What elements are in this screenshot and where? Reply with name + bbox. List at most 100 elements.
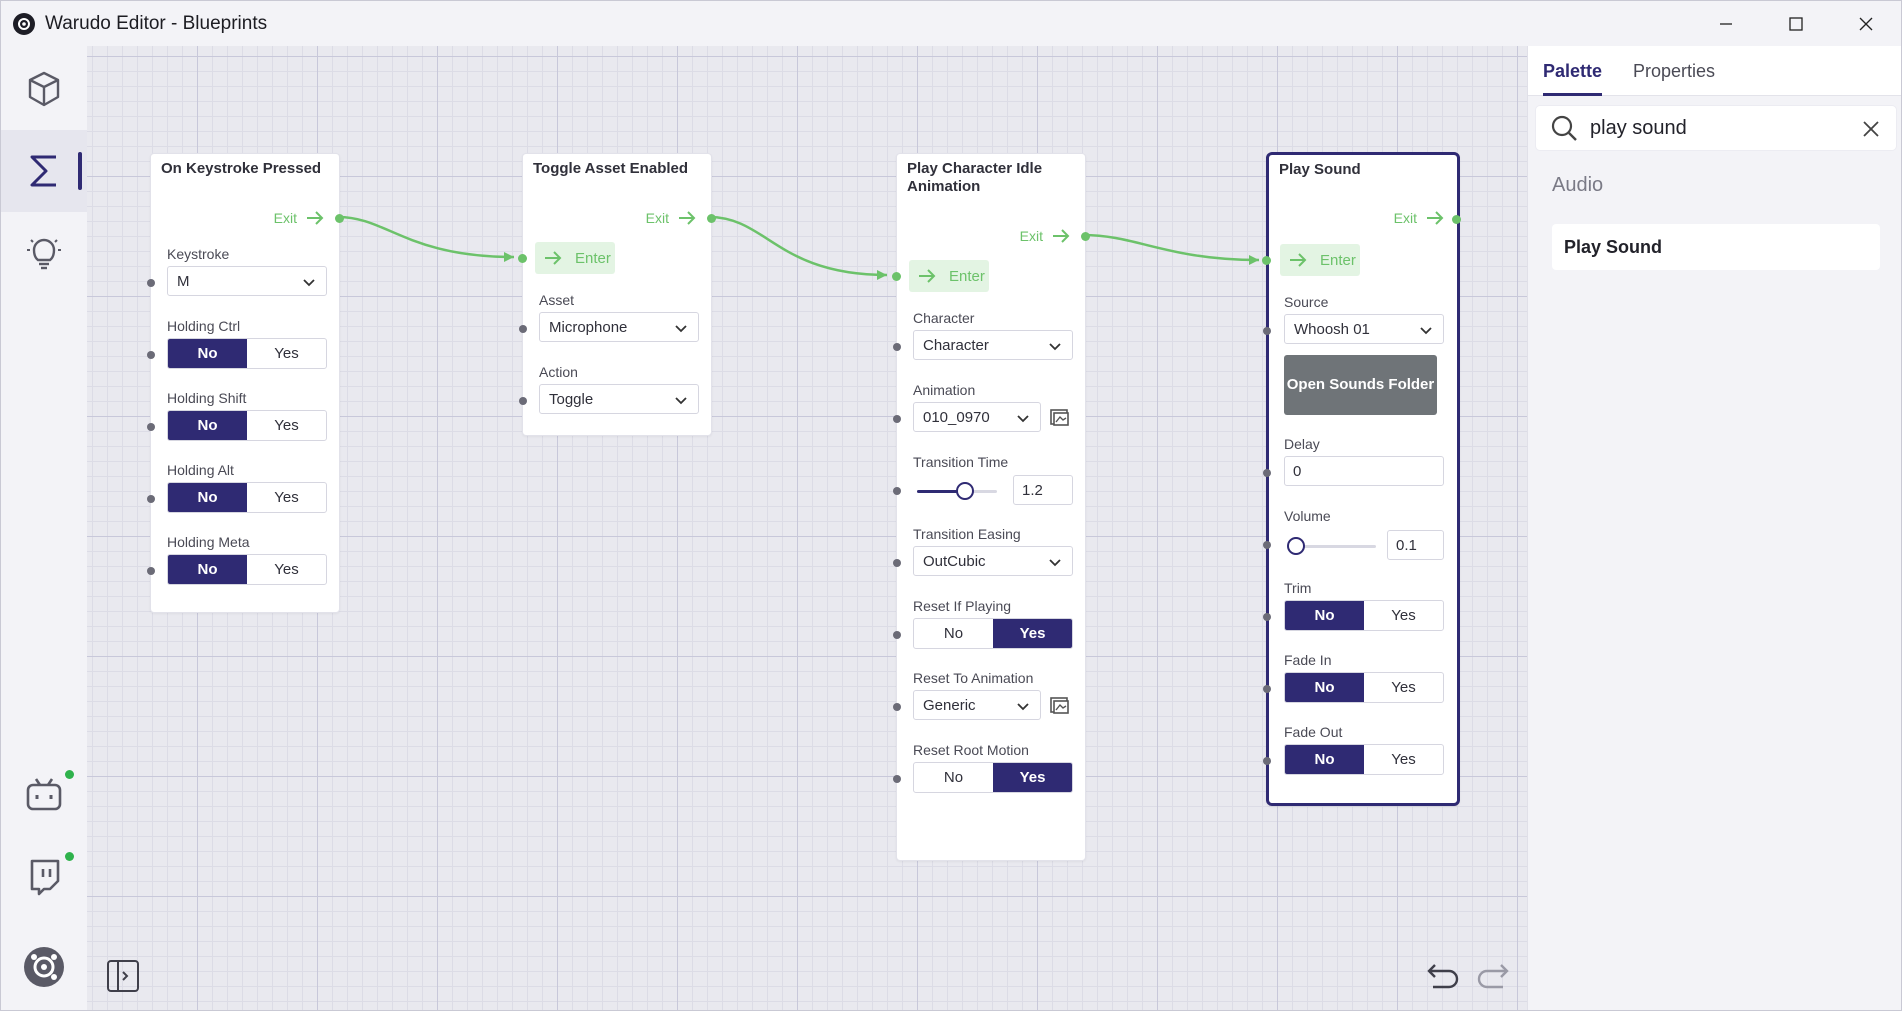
exit-port-dot[interactable] — [707, 214, 716, 223]
input-port-dot[interactable] — [1263, 685, 1271, 693]
node-play-sound[interactable]: Play Sound Exit Enter Source Whoosh 01 O… — [1262, 152, 1461, 806]
exit-port[interactable]: Exit — [1020, 228, 1071, 244]
rail-blueprints-button[interactable] — [1, 130, 87, 212]
close-button[interactable] — [1831, 1, 1901, 46]
transition-easing-select[interactable]: OutCubic — [913, 546, 1073, 576]
palette-item-play-sound[interactable]: Play Sound — [1552, 224, 1880, 270]
input-port-dot[interactable] — [147, 495, 155, 503]
reset-to-animation-select[interactable]: Generic — [913, 690, 1041, 720]
holding-alt-toggle[interactable]: No Yes — [167, 482, 327, 513]
enter-port[interactable]: Enter — [535, 242, 615, 274]
fade-out-toggle[interactable]: No Yes — [1284, 744, 1444, 775]
rail-twitch-button[interactable] — [1, 836, 87, 918]
exit-port-dot[interactable] — [1081, 232, 1090, 241]
open-sounds-folder-button[interactable]: Open Sounds Folder — [1284, 355, 1437, 415]
volume-slider[interactable] — [1287, 537, 1376, 555]
exit-port[interactable]: Exit — [274, 210, 325, 226]
transition-time-input[interactable]: 1.2 — [1013, 475, 1073, 505]
minimize-button[interactable] — [1691, 1, 1761, 46]
asset-select[interactable]: Microphone — [539, 312, 699, 342]
slider-thumb[interactable] — [1287, 537, 1305, 555]
input-port-dot[interactable] — [147, 351, 155, 359]
node-on-keystroke-pressed[interactable]: On Keystroke Pressed Exit Keystroke M Ho… — [147, 153, 344, 613]
toggle-yes[interactable]: Yes — [993, 619, 1072, 648]
toggle-yes[interactable]: Yes — [1391, 679, 1416, 696]
input-port-dot[interactable] — [1263, 757, 1271, 765]
node-toggle-asset-enabled[interactable]: Toggle Asset Enabled Exit Enter Asset Mi… — [518, 153, 716, 436]
input-port-dot[interactable] — [519, 325, 527, 333]
input-port-dot[interactable] — [893, 631, 901, 639]
toggle-yes[interactable]: Yes — [274, 417, 299, 434]
enter-port-dot[interactable] — [1262, 256, 1271, 265]
input-port-dot[interactable] — [1263, 541, 1271, 549]
toggle-yes[interactable]: Yes — [1391, 607, 1416, 624]
reset-animation-preview-icon[interactable] — [1049, 694, 1071, 716]
input-port-dot[interactable] — [147, 423, 155, 431]
holding-ctrl-toggle[interactable]: No Yes — [167, 338, 327, 369]
blueprint-canvas[interactable]: On Keystroke Pressed Exit Keystroke M Ho… — [87, 46, 1527, 1010]
transition-time-slider[interactable] — [917, 482, 997, 500]
source-select[interactable]: Whoosh 01 — [1284, 314, 1444, 344]
toggle-no[interactable]: No — [1285, 601, 1364, 630]
holding-meta-toggle[interactable]: No Yes — [167, 554, 327, 585]
input-port-dot[interactable] — [893, 559, 901, 567]
holding-shift-toggle[interactable]: No Yes — [167, 410, 327, 441]
character-select[interactable]: Character — [913, 330, 1073, 360]
tab-properties[interactable]: Properties — [1633, 60, 1716, 81]
toggle-no[interactable]: No — [168, 339, 247, 368]
input-port-dot[interactable] — [893, 487, 901, 495]
toggle-yes[interactable]: Yes — [274, 561, 299, 578]
input-port-dot[interactable] — [893, 343, 901, 351]
toggle-panel-button[interactable] — [105, 958, 141, 994]
toggle-no[interactable]: No — [168, 411, 247, 440]
toggle-yes[interactable]: Yes — [1391, 751, 1416, 768]
rail-tips-button[interactable] — [1, 212, 87, 294]
tab-palette[interactable]: Palette — [1543, 46, 1603, 96]
undo-button[interactable] — [1423, 958, 1463, 994]
redo-button[interactable] — [1473, 958, 1513, 994]
trim-toggle[interactable]: No Yes — [1284, 600, 1444, 631]
exit-port[interactable]: Exit — [646, 210, 697, 226]
toggle-no[interactable]: No — [1285, 673, 1364, 702]
input-port-dot[interactable] — [893, 775, 901, 783]
keystroke-select[interactable]: M — [167, 266, 327, 296]
input-port-dot[interactable] — [147, 567, 155, 575]
delay-input[interactable]: 0 — [1284, 456, 1444, 486]
toggle-no[interactable]: No — [168, 483, 247, 512]
input-port-dot[interactable] — [1263, 613, 1271, 621]
toggle-no[interactable]: No — [168, 555, 247, 584]
toggle-yes[interactable]: Yes — [274, 489, 299, 506]
node-play-character-idle-animation[interactable]: Play Character Idle Animation Exit Enter… — [892, 153, 1090, 861]
exit-port-dot[interactable] — [1452, 215, 1461, 224]
input-port-dot[interactable] — [519, 397, 527, 405]
reset-root-motion-toggle[interactable]: No Yes — [913, 762, 1073, 793]
clear-search-icon[interactable] — [1862, 120, 1880, 138]
exit-port[interactable]: Exit — [1394, 210, 1445, 226]
animation-select[interactable]: 010_0970 — [913, 402, 1041, 432]
input-port-dot[interactable] — [1263, 327, 1271, 335]
search-input[interactable]: play sound — [1590, 116, 1687, 139]
input-port-dot[interactable] — [1263, 469, 1271, 477]
enter-port-dot[interactable] — [892, 272, 901, 281]
enter-port[interactable]: Enter — [1280, 244, 1360, 276]
toggle-yes[interactable]: Yes — [274, 345, 299, 362]
action-select[interactable]: Toggle — [539, 384, 699, 414]
input-port-dot[interactable] — [893, 703, 901, 711]
animation-preview-icon[interactable] — [1049, 406, 1071, 428]
volume-input[interactable]: 0.1 — [1387, 530, 1444, 560]
reset-if-playing-toggle[interactable]: No Yes — [913, 618, 1073, 649]
slider-thumb[interactable] — [956, 482, 974, 500]
exit-port-dot[interactable] — [335, 214, 344, 223]
input-port-dot[interactable] — [147, 279, 155, 287]
rail-scene-button[interactable] — [1, 48, 87, 130]
enter-port[interactable]: Enter — [909, 260, 989, 292]
palette-search[interactable]: play sound — [1535, 105, 1897, 151]
toggle-no[interactable]: No — [943, 769, 964, 786]
maximize-button[interactable] — [1761, 1, 1831, 46]
enter-port-dot[interactable] — [518, 254, 527, 263]
rail-bilibili-button[interactable] — [1, 754, 87, 836]
rail-warudo-button[interactable] — [1, 926, 87, 1008]
toggle-no[interactable]: No — [1285, 745, 1364, 774]
fade-in-toggle[interactable]: No Yes — [1284, 672, 1444, 703]
toggle-no[interactable]: No — [943, 625, 964, 642]
